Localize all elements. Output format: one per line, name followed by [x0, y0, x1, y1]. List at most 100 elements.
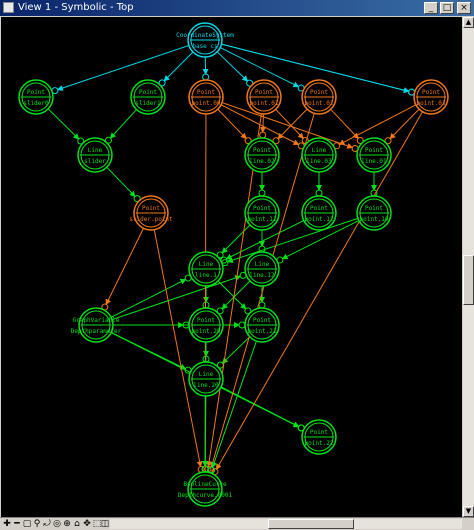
node-name-label: slider1	[135, 100, 161, 107]
edge-port	[216, 307, 224, 315]
node-name-label: Depthparameter	[71, 328, 122, 335]
edge-cs-p01	[216, 51, 249, 82]
edge-port	[315, 189, 323, 197]
edge-p02-bc	[209, 113, 315, 468]
select-icon[interactable]: ⬚	[92, 519, 102, 529]
node-name-label: Depthcurve.0001	[178, 492, 233, 499]
horizontal-scroll-thumb[interactable]	[268, 519, 354, 529]
node-type-label: Line	[312, 147, 327, 154]
maximize-button[interactable]: □	[440, 2, 454, 14]
edge-l20-p22	[220, 386, 300, 427]
edge-p21-bc	[211, 340, 257, 469]
node-name-label: point.12	[305, 216, 334, 223]
vertical-scrollbar[interactable]: ▲ ▼	[463, 17, 474, 517]
node-type-label: Point	[310, 429, 328, 436]
node-name-label: slider.point	[129, 216, 173, 223]
view-icon[interactable]: ◎	[53, 519, 61, 529]
node-type-label: Point	[253, 317, 271, 324]
close-button[interactable]: ×	[457, 2, 471, 14]
edge-port	[356, 136, 364, 144]
edge-port	[216, 251, 224, 259]
node-type-label: Line	[199, 371, 214, 378]
node-name-label: point.10	[360, 216, 389, 223]
node-name-label: line.20	[193, 382, 219, 389]
home-icon[interactable]: ⌂	[74, 519, 80, 529]
node-name-label: slider	[84, 158, 106, 165]
rotate-icon[interactable]: ⤾	[43, 519, 51, 529]
node-type-label: Point	[253, 205, 271, 212]
node-type-label: Point	[310, 205, 328, 212]
edge-p10-ln12	[281, 220, 360, 260]
node-line-20[interactable]: Line line.20	[188, 361, 224, 397]
node-point-22[interactable]: Point point.22	[301, 419, 337, 455]
edge-port	[272, 137, 280, 145]
node-type-label: Point	[422, 89, 440, 96]
node-point-11[interactable]: Point point.11	[244, 195, 280, 231]
pan-icon[interactable]: ✥	[83, 519, 91, 529]
title-bar: View 1 - Symbolic - Top _ □ ×	[0, 0, 474, 16]
view-control-bar: ✚ ━ ▢ ⚲ ⤾ ◎ ⊕ ⌂ ✥ ⬚ ◫	[0, 517, 474, 530]
edge-port	[202, 73, 210, 81]
edge-p00-l01	[221, 102, 354, 149]
horizontal-scrollbar[interactable]	[110, 519, 462, 529]
edge-cs-s1	[163, 51, 194, 82]
edge-cs-p02	[219, 47, 300, 88]
minimize-button[interactable]: _	[424, 2, 438, 14]
node-name-label: point.11	[248, 216, 277, 223]
zoom-out-icon[interactable]: ━	[14, 519, 20, 529]
node-point-12[interactable]: Point point.12	[301, 195, 337, 231]
edge-ln12-p20	[221, 280, 251, 310]
node-type-label: BsplineCurve	[183, 481, 227, 488]
window-area-icon[interactable]: ▢	[22, 519, 32, 529]
edge-gv-ln12	[111, 275, 242, 321]
zoom-icon[interactable]: ⚲	[33, 519, 41, 529]
node-type-label: Point	[253, 147, 271, 154]
node-name-label: line.01	[361, 158, 387, 165]
node-slider[interactable]: Line slider	[77, 137, 113, 173]
scroll-up-icon[interactable]: ▲	[463, 17, 474, 28]
edge-port	[244, 307, 252, 315]
node-name-label: point.22	[305, 440, 334, 447]
zoom-in-icon[interactable]: ✚	[3, 519, 11, 529]
node-type-label: CoordinateSystem	[176, 32, 234, 39]
node-type-label: Line	[88, 147, 103, 154]
node-type-label: Point	[365, 205, 383, 212]
node-type-label: Point	[255, 89, 273, 96]
edge-ln1-p21	[217, 280, 247, 310]
node-slider1[interactable]: Point slider1	[130, 79, 166, 115]
node-name-label: point.20	[192, 328, 221, 335]
node-point-10[interactable]: Point point.10	[356, 195, 392, 231]
node-name-label: slider0	[23, 100, 49, 107]
edge-port	[259, 131, 267, 139]
fit-icon[interactable]: ⊕	[63, 519, 71, 529]
edge-sp-bc	[153, 229, 203, 468]
node-type-label: Point	[139, 89, 157, 96]
split-view-icon[interactable]: ◫	[100, 519, 110, 529]
vertical-scroll-thumb[interactable]	[463, 255, 474, 305]
edge-port	[258, 301, 266, 309]
node-base cs[interactable]: CoordinateSystem base cs	[176, 22, 234, 58]
scroll-down-icon[interactable]: ▼	[463, 506, 474, 517]
edge-p21-l20	[221, 336, 251, 364]
edge-lsl-sp	[106, 166, 136, 198]
node-name-label: base cs	[192, 43, 218, 50]
edge-port	[238, 321, 246, 329]
window-icon[interactable]	[3, 2, 14, 13]
